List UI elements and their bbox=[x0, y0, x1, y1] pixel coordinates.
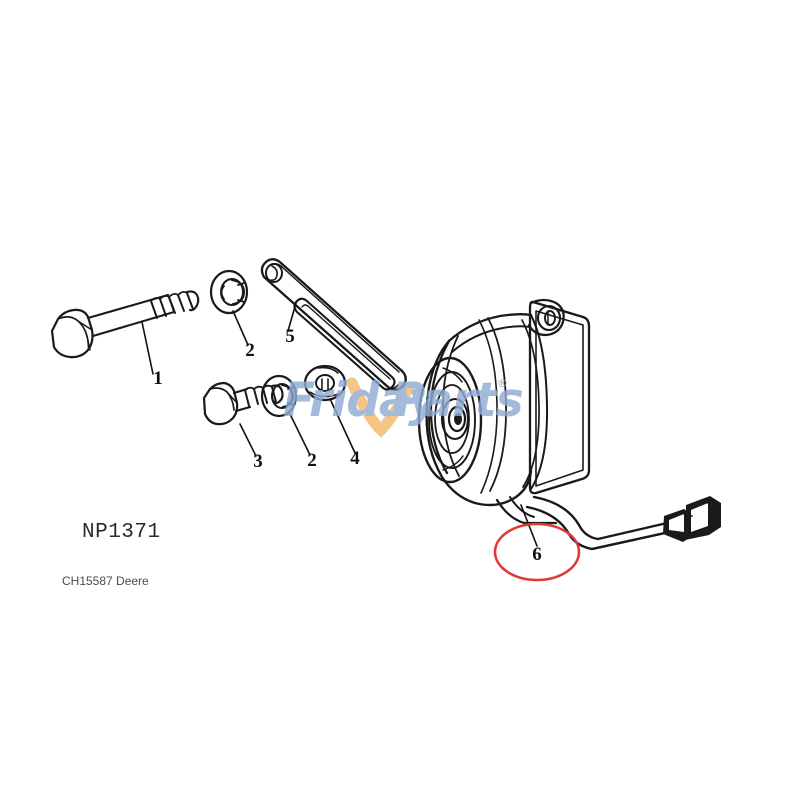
part-lock-washer-lower bbox=[260, 374, 298, 418]
callout-number-4: 4 bbox=[350, 448, 360, 469]
part-cap-screw-long bbox=[50, 290, 200, 359]
callout-number-3: 3 bbox=[253, 451, 263, 472]
watermark-swoosh bbox=[346, 377, 415, 438]
callout-number-5: 5 bbox=[285, 326, 295, 347]
leader-line-5 bbox=[287, 302, 297, 332]
diagram-code-label: NP1371 bbox=[82, 521, 161, 544]
watermark-fridayparts: Friday Parts ® bbox=[283, 373, 524, 438]
watermark-registered-mark: ® bbox=[497, 377, 508, 390]
diagram-source-label: CH15587 Deere bbox=[62, 574, 149, 588]
leader-line-4 bbox=[330, 400, 356, 454]
callout-number-1: 1 bbox=[153, 368, 163, 389]
callout-number-6: 6 bbox=[532, 544, 542, 565]
part-lock-washer-upper bbox=[209, 269, 249, 315]
leader-line-1 bbox=[141, 321, 154, 375]
callout-number-2-upper: 2 bbox=[245, 340, 255, 361]
watermark-text-friday: Friday bbox=[283, 373, 441, 428]
highlight-ellipse-6 bbox=[493, 522, 581, 582]
leader-line-2a bbox=[232, 310, 249, 346]
part-flat-washer bbox=[303, 364, 347, 402]
watermark-text-parts: Parts bbox=[391, 373, 523, 428]
callout-number-2-lower: 2 bbox=[307, 450, 317, 471]
wire-connector-plug bbox=[663, 496, 721, 542]
leader-line-2b bbox=[289, 413, 311, 456]
leader-line-3 bbox=[239, 423, 257, 457]
part-alternator-assembly bbox=[417, 298, 591, 525]
part-cap-screw-short bbox=[202, 381, 284, 426]
